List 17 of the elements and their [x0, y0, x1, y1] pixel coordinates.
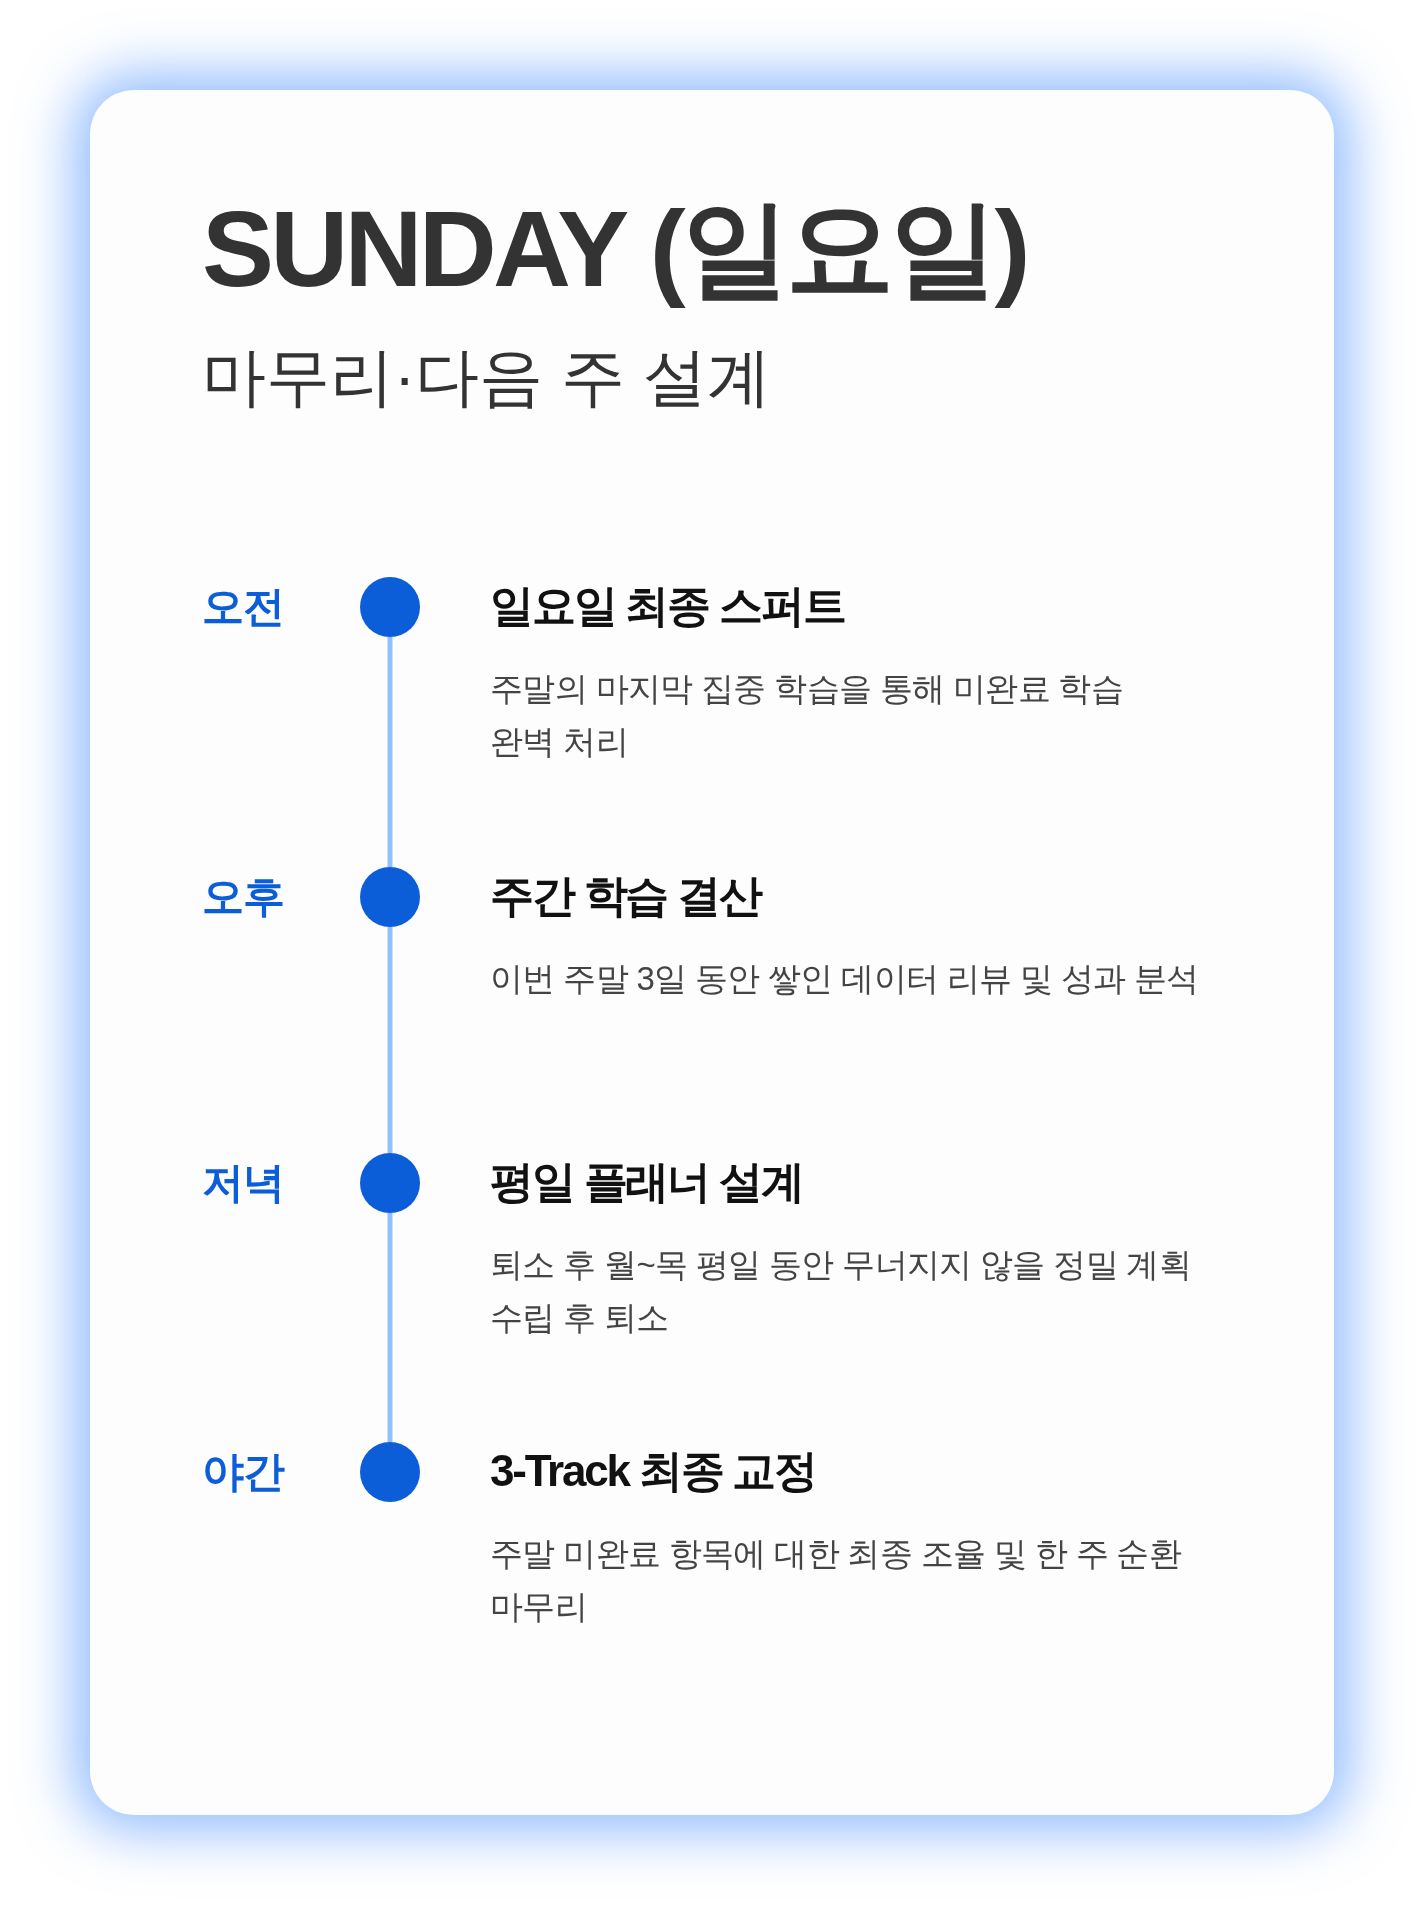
step-heading: 3-Track 최종 교정	[490, 1445, 816, 1497]
time-label: 오전	[202, 582, 284, 632]
step-heading: 일요일 최종 스퍼트	[490, 580, 845, 632]
step-description: 퇴소 후 월~목 평일 동안 무너지지 않을 정밀 계획 수립 후 퇴소	[490, 1245, 1193, 1338]
title: SUNDAY (일요일)	[202, 190, 1027, 309]
time-label: 야간	[202, 1447, 284, 1497]
step-description: 주말 미완료 항목에 대한 최종 조율 및 한 주 순환 마무리	[490, 1534, 1183, 1627]
timeline-line	[387, 927, 393, 1153]
time-label: 오후	[202, 872, 284, 922]
step-description: 이번 주말 3일 동안 쌓인 데이터 리뷰 및 성과 분석	[490, 959, 1199, 999]
subtitle: 마무리·다음 주 설계	[202, 340, 771, 415]
step-heading: 평일 플래너 설계	[490, 1156, 803, 1208]
time-label: 저녁	[202, 1158, 284, 1208]
timeline-line	[387, 637, 393, 867]
step-heading: 주간 학습 결산	[490, 870, 761, 922]
step-description: 주말의 마지막 집중 학습을 통해 미완료 학습 완벽 처리	[490, 669, 1125, 762]
timeline-line	[387, 1213, 393, 1442]
